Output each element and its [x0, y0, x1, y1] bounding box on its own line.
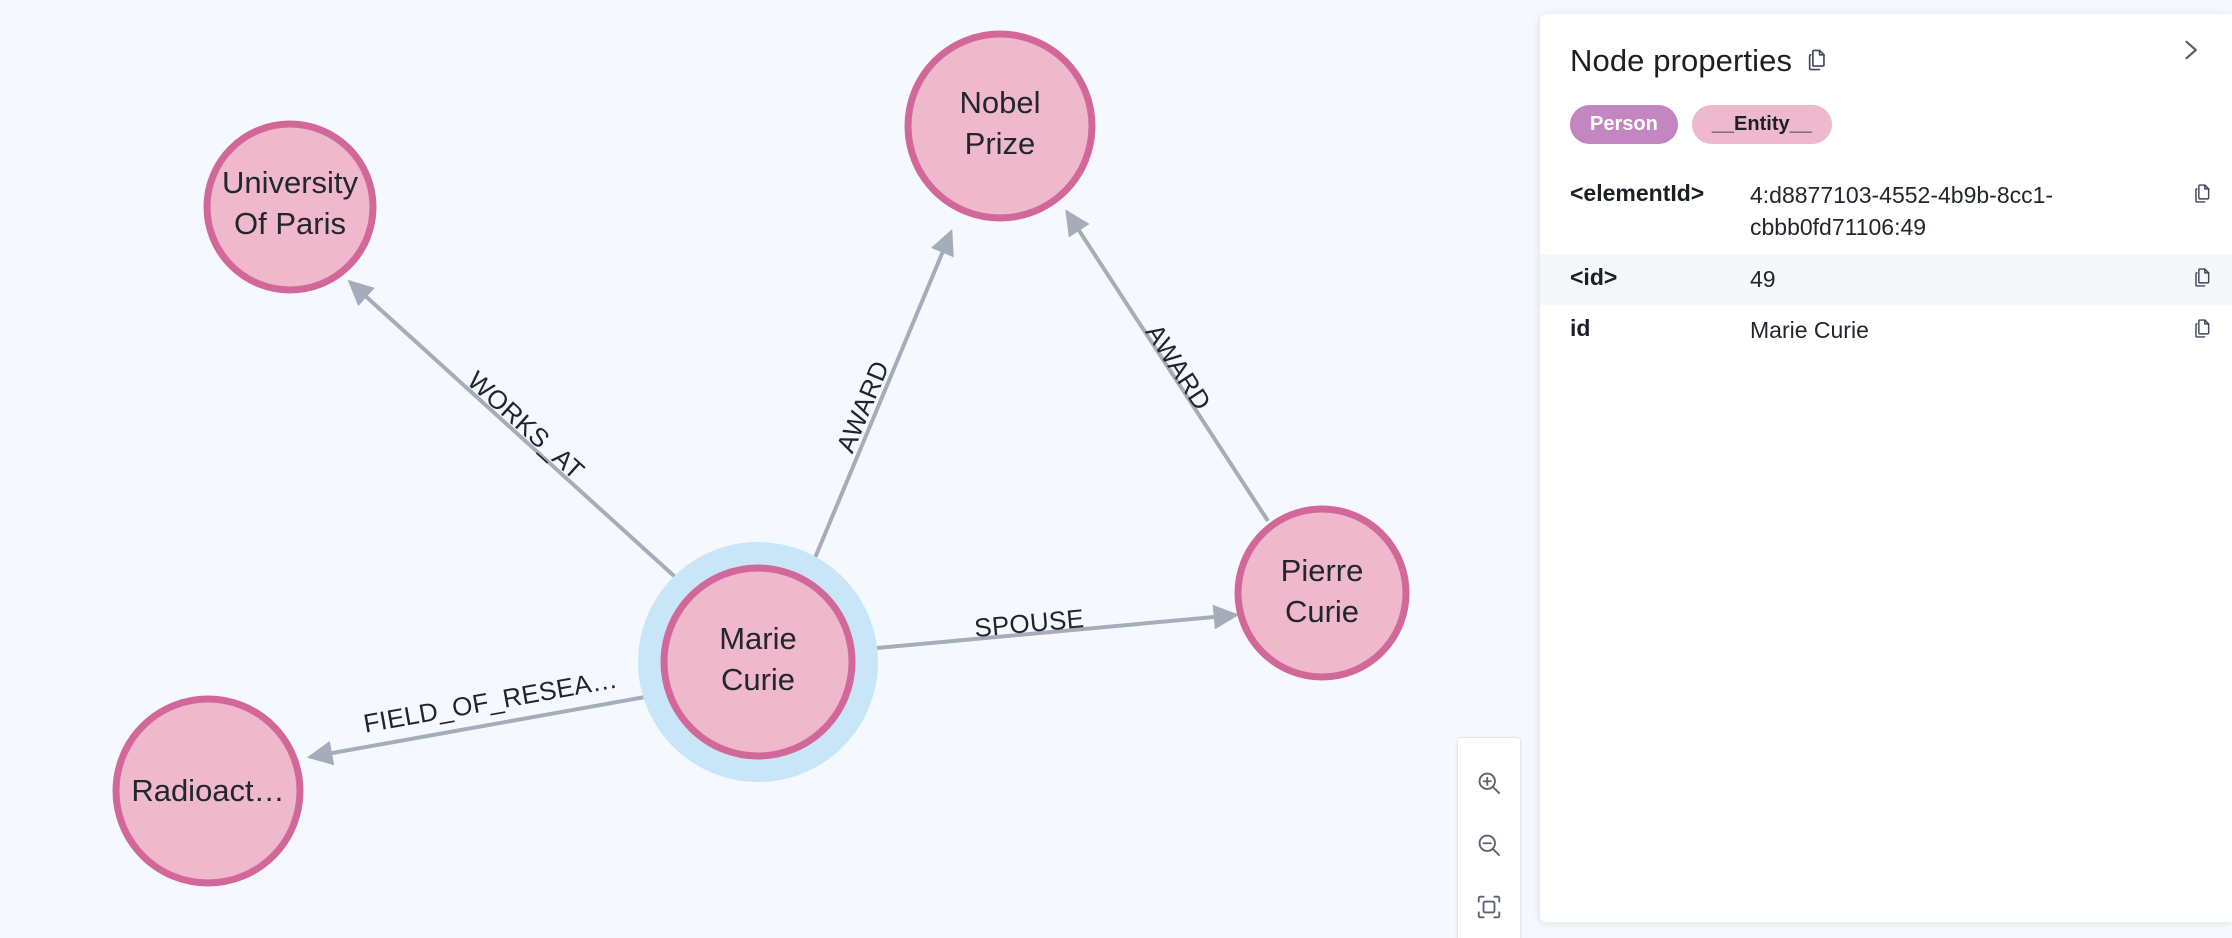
node-label-chip-entity[interactable]: __Entity__: [1691, 105, 1832, 145]
chevron-right-icon: [2185, 40, 2197, 60]
panel-title: Node properties: [1570, 43, 1793, 78]
edge-label-award-marie: AWARD: [830, 356, 895, 456]
copy-icon: [2195, 268, 2210, 287]
fit-to-screen-icon: [1477, 895, 1501, 919]
zoom-in-icon: [1478, 772, 1500, 794]
edge-works-at[interactable]: WORKS_AT: [347, 279, 686, 587]
property-row-id-internal: <id> 49: [1540, 253, 2232, 306]
edge-spouse[interactable]: SPOUSE: [854, 603, 1240, 652]
property-row-id: id Marie Curie: [1540, 305, 2232, 357]
zoom-out-icon: [1478, 834, 1500, 856]
node-label-pierre-curie-line2: Curie: [1285, 594, 1359, 629]
property-value-id: Marie Curie: [1750, 317, 1869, 344]
graph-node-nobel-prize[interactable]: Nobel Prize: [904, 30, 1096, 222]
edge-label-field-of-research: FIELD_OF_RESEA…: [361, 664, 620, 739]
node-properties-table: <elementId> 4:d8877103-4552-4b9b-8cc1-cb…: [1540, 170, 2232, 357]
copy-all-properties-button[interactable]: [1804, 47, 1830, 73]
node-label-marie-curie-line1: Marie: [719, 621, 797, 656]
node-label-marie-curie-line2: Curie: [721, 662, 795, 697]
copy-icon: [1808, 49, 1825, 71]
graph-node-marie-curie[interactable]: Marie Curie: [638, 542, 878, 782]
panel-header: Node properties: [1540, 14, 2232, 79]
graph-visualization[interactable]: WORKS_AT AWARD AWARD SPOUSE: [0, 0, 1540, 938]
node-label-chip-person[interactable]: Person: [1570, 105, 1678, 145]
node-properties-panel: Node properties Person __Entity__: [1540, 14, 2232, 922]
property-value-id-internal: 49: [1750, 265, 1776, 292]
node-label-university-of-paris-line1: University: [222, 165, 359, 200]
property-key-elementid: <elementId>: [1570, 180, 1705, 207]
node-label-nobel-prize-line2: Prize: [965, 126, 1036, 161]
zoom-in-button[interactable]: [1467, 761, 1511, 805]
graph-canvas[interactable]: WORKS_AT AWARD AWARD SPOUSE: [0, 0, 1540, 938]
edge-label-award-pierre: AWARD: [1140, 319, 1218, 416]
property-row-elementid: <elementId> 4:d8877103-4552-4b9b-8cc1-cb…: [1540, 170, 2232, 253]
node-labels-chip-list: Person __Entity__: [1540, 79, 2232, 145]
node-label-radioactivity: Radioact…: [131, 773, 284, 808]
edge-award-pierre[interactable]: AWARD: [1065, 209, 1270, 523]
nodes-layer: University Of Paris Nobel Prize Marie Cu…: [112, 30, 1410, 887]
node-label-nobel-prize-line1: Nobel: [960, 85, 1041, 120]
property-key-id: id: [1570, 315, 1591, 342]
fit-to-screen-button[interactable]: [1467, 885, 1511, 929]
edge-label-spouse: SPOUSE: [973, 603, 1085, 643]
graph-node-radioactivity[interactable]: Radioact…: [112, 695, 304, 887]
node-label-pierre-curie-line1: Pierre: [1281, 553, 1364, 588]
edge-award-marie[interactable]: AWARD: [805, 229, 954, 578]
edge-field-of-research[interactable]: FIELD_OF_RESEA…: [306, 664, 663, 766]
graph-node-university-of-paris[interactable]: University Of Paris: [203, 120, 377, 294]
copy-property-id-internal-button[interactable]: [2160, 254, 2232, 306]
copy-property-elementid-button[interactable]: [2160, 170, 2232, 253]
zoom-out-button[interactable]: [1467, 823, 1511, 867]
graph-node-pierre-curie[interactable]: Pierre Curie: [1234, 505, 1410, 681]
copy-property-id-button[interactable]: [2160, 305, 2232, 357]
copy-icon: [2195, 319, 2210, 339]
copy-icon: [2195, 184, 2210, 203]
property-value-elementid: 4:d8877103-4552-4b9b-8cc1-cbbb0fd71106:4…: [1750, 182, 2054, 240]
edge-label-works-at: WORKS_AT: [462, 365, 591, 486]
node-label-university-of-paris-line2: Of Paris: [234, 206, 346, 241]
collapse-panel-button[interactable]: [2170, 30, 2210, 70]
zoom-controls: [1457, 737, 1521, 938]
property-key-id-internal: <id>: [1570, 263, 1618, 290]
